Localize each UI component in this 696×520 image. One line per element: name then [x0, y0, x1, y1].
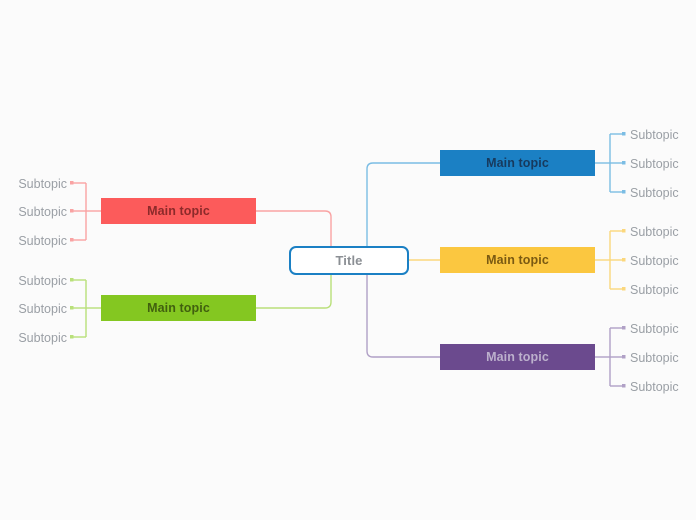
connector-root-to-purple [366, 275, 440, 358]
connector-root-to-red [256, 210, 332, 246]
subtopic-label-purple-1[interactable]: Subtopic [630, 322, 679, 336]
main-topic-node-blue[interactable]: Main topic [440, 150, 595, 176]
main-topic-node-yellow[interactable]: Main topic [440, 247, 595, 273]
subtopic-label-green-3[interactable]: Subtopic [18, 331, 67, 345]
connector-root-to-green [256, 275, 332, 309]
subtopic-label-purple-3[interactable]: Subtopic [630, 380, 679, 394]
main-topic-node-green[interactable]: Main topic [101, 295, 256, 321]
subtopic-label-blue-3[interactable]: Subtopic [630, 186, 679, 200]
subtopic-label-blue-1[interactable]: Subtopic [630, 128, 679, 142]
bracket-blue-tips [622, 132, 626, 194]
subtopic-label-purple-2[interactable]: Subtopic [630, 351, 679, 365]
root-node-title[interactable]: Title [289, 246, 409, 275]
subtopic-label-yellow-2[interactable]: Subtopic [630, 254, 679, 268]
main-topic-node-red[interactable]: Main topic [101, 198, 256, 224]
bracket-purple [595, 327, 624, 387]
subtopic-label-yellow-3[interactable]: Subtopic [630, 283, 679, 297]
bracket-green-tips [70, 278, 74, 339]
main-topic-node-purple[interactable]: Main topic [440, 344, 595, 370]
subtopic-label-yellow-1[interactable]: Subtopic [630, 225, 679, 239]
subtopic-label-green-1[interactable]: Subtopic [18, 274, 67, 288]
subtopic-label-red-1[interactable]: Subtopic [18, 177, 67, 191]
connector-root-to-blue [366, 162, 440, 246]
bracket-red-tips [70, 181, 74, 242]
subtopic-label-blue-2[interactable]: Subtopic [630, 157, 679, 171]
bracket-red [72, 182, 101, 241]
bracket-purple-tips [622, 326, 626, 388]
bracket-yellow [595, 230, 624, 290]
bracket-green [72, 279, 101, 338]
bracket-yellow-tips [622, 229, 626, 291]
subtopic-label-green-2[interactable]: Subtopic [18, 302, 67, 316]
subtopic-label-red-2[interactable]: Subtopic [18, 205, 67, 219]
bracket-blue [595, 133, 624, 193]
subtopic-label-red-3[interactable]: Subtopic [18, 234, 67, 248]
